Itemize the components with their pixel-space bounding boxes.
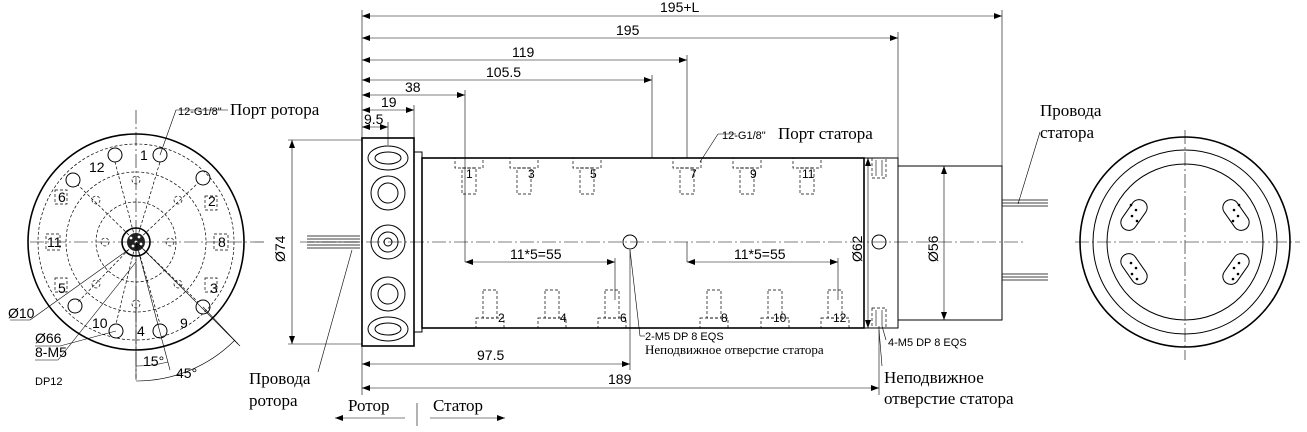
- port-number-5-end: 5: [58, 280, 66, 296]
- fixed-hole-label-2a: Неподвижное: [884, 368, 984, 387]
- port-number-3: 3: [528, 167, 535, 181]
- dim-pitch-right: 11*5=55: [734, 246, 786, 262]
- dim-9-5: 9.5: [364, 111, 384, 127]
- port-number-9-end: 9: [180, 315, 188, 331]
- dim-19: 19: [381, 94, 397, 110]
- fixed-hole-spec-2: 4-M5 DP 8 EQS: [888, 337, 967, 349]
- dim-97-5: 97.5: [477, 347, 504, 363]
- stator-port-label: Порт статора: [778, 124, 873, 143]
- stator-port-spec: 12-G1/8": [722, 130, 766, 142]
- port-number-10-end: 10: [92, 315, 108, 331]
- rotor-wires-label-2: ротора: [249, 391, 298, 410]
- port-number-8-end: 8: [218, 234, 226, 250]
- rotor-port-label: Порт ротора: [230, 100, 320, 119]
- port-number-8: 8: [721, 311, 728, 325]
- port-number-5: 5: [590, 167, 597, 181]
- port-number-6: 6: [620, 311, 627, 325]
- top-ports: [454, 157, 822, 195]
- port-number-10: 10: [773, 311, 787, 325]
- dim-d62: Ø62: [849, 235, 865, 262]
- rotor-end-view: [10, 109, 265, 382]
- dim-105-5: 105.5: [486, 64, 521, 80]
- port-number-1-end: 1: [140, 147, 148, 163]
- port-number-2-end: 2: [208, 193, 216, 209]
- port-number-1: 1: [466, 167, 473, 181]
- dim-d10: Ø10: [8, 305, 35, 321]
- port-number-11: 11: [802, 167, 815, 181]
- connector-ur: [1222, 199, 1250, 231]
- port-number-12-end: 12: [89, 159, 105, 175]
- bottom-ports: [475, 289, 850, 329]
- port-number-3-end: 3: [210, 280, 218, 296]
- port-number-4-end: 4: [137, 323, 145, 339]
- port-number-12: 12: [833, 311, 847, 325]
- dim-d56: Ø56: [925, 235, 941, 262]
- stator-wires-label-1: Провода: [1040, 101, 1102, 120]
- connector-ul: [1120, 199, 1148, 231]
- dim-195L: 195+L: [660, 0, 700, 15]
- angle-15: 15°: [143, 353, 164, 369]
- port-number-11-end: 11: [47, 234, 62, 250]
- dim-pitch-left: 11*5=55: [510, 246, 562, 262]
- stator-end-view: [1075, 130, 1300, 360]
- connector-lr: [1222, 253, 1250, 285]
- dim-d66: Ø66: [35, 330, 62, 346]
- rotor-wires-label-1: Провода: [249, 369, 311, 388]
- port-number-4: 4: [560, 311, 567, 325]
- holes-depth: DP12: [35, 376, 63, 388]
- stator-wires-label-2: статора: [1040, 123, 1094, 142]
- dim-d74: Ø74: [272, 235, 288, 262]
- angle-45: 45°: [176, 365, 197, 381]
- fixed-hole-label-2b: отверстие статора: [884, 389, 1014, 408]
- dim-189: 189: [608, 371, 632, 387]
- port-number-6-end: 6: [58, 189, 66, 205]
- side-view: [288, 10, 1048, 426]
- holes-spec: 8-M5: [35, 344, 67, 360]
- rotor-port-spec: 12-G1/8": [178, 106, 222, 118]
- port-number-2: 2: [498, 311, 505, 325]
- fixed-hole-label-1: Неподвижное отверстие статора: [645, 342, 824, 357]
- fixed-hole-spec-1: 2-M5 DP 8 EQS: [645, 331, 724, 343]
- rotor-label: Ротор: [348, 396, 390, 415]
- dim-195: 195: [616, 22, 640, 38]
- connector-ll: [1120, 253, 1148, 285]
- stator-label: Статор: [433, 396, 483, 415]
- dim-119: 119: [512, 44, 535, 60]
- port-number-9: 9: [750, 167, 757, 181]
- port-number-7: 7: [690, 167, 697, 181]
- dim-38: 38: [405, 79, 421, 95]
